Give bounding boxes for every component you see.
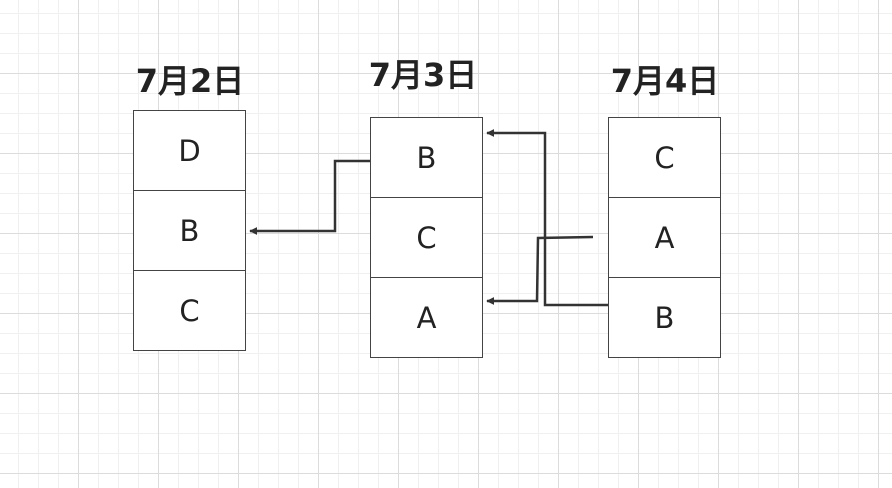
stack-cell: C — [179, 294, 200, 328]
column-title-jul-3: 7月3日 — [368, 56, 478, 94]
stack-cell: C — [371, 198, 482, 278]
stack-cell: B — [371, 118, 482, 198]
stack-cell: B — [134, 191, 245, 271]
stack-jul-3: B C A — [370, 117, 483, 358]
stack-cell: C — [609, 118, 720, 198]
stack-cell: D — [134, 111, 245, 191]
stack-jul-2: D B C — [133, 110, 246, 351]
arrow-b-jul4-to-b-jul3 — [486, 129, 608, 307]
arrow-a-jul4-to-a-jul3 — [486, 235, 594, 305]
column-title-jul-4: 7月4日 — [610, 62, 720, 100]
column-title-jul-2: 7月2日 — [135, 62, 245, 100]
stack-cell: B — [654, 301, 675, 335]
stack-cell: A — [416, 301, 437, 335]
arrow-b-jul3-to-b-jul2 — [249, 159, 370, 235]
stack-cell: A — [609, 198, 720, 278]
stack-jul-4: C A B — [608, 117, 721, 358]
